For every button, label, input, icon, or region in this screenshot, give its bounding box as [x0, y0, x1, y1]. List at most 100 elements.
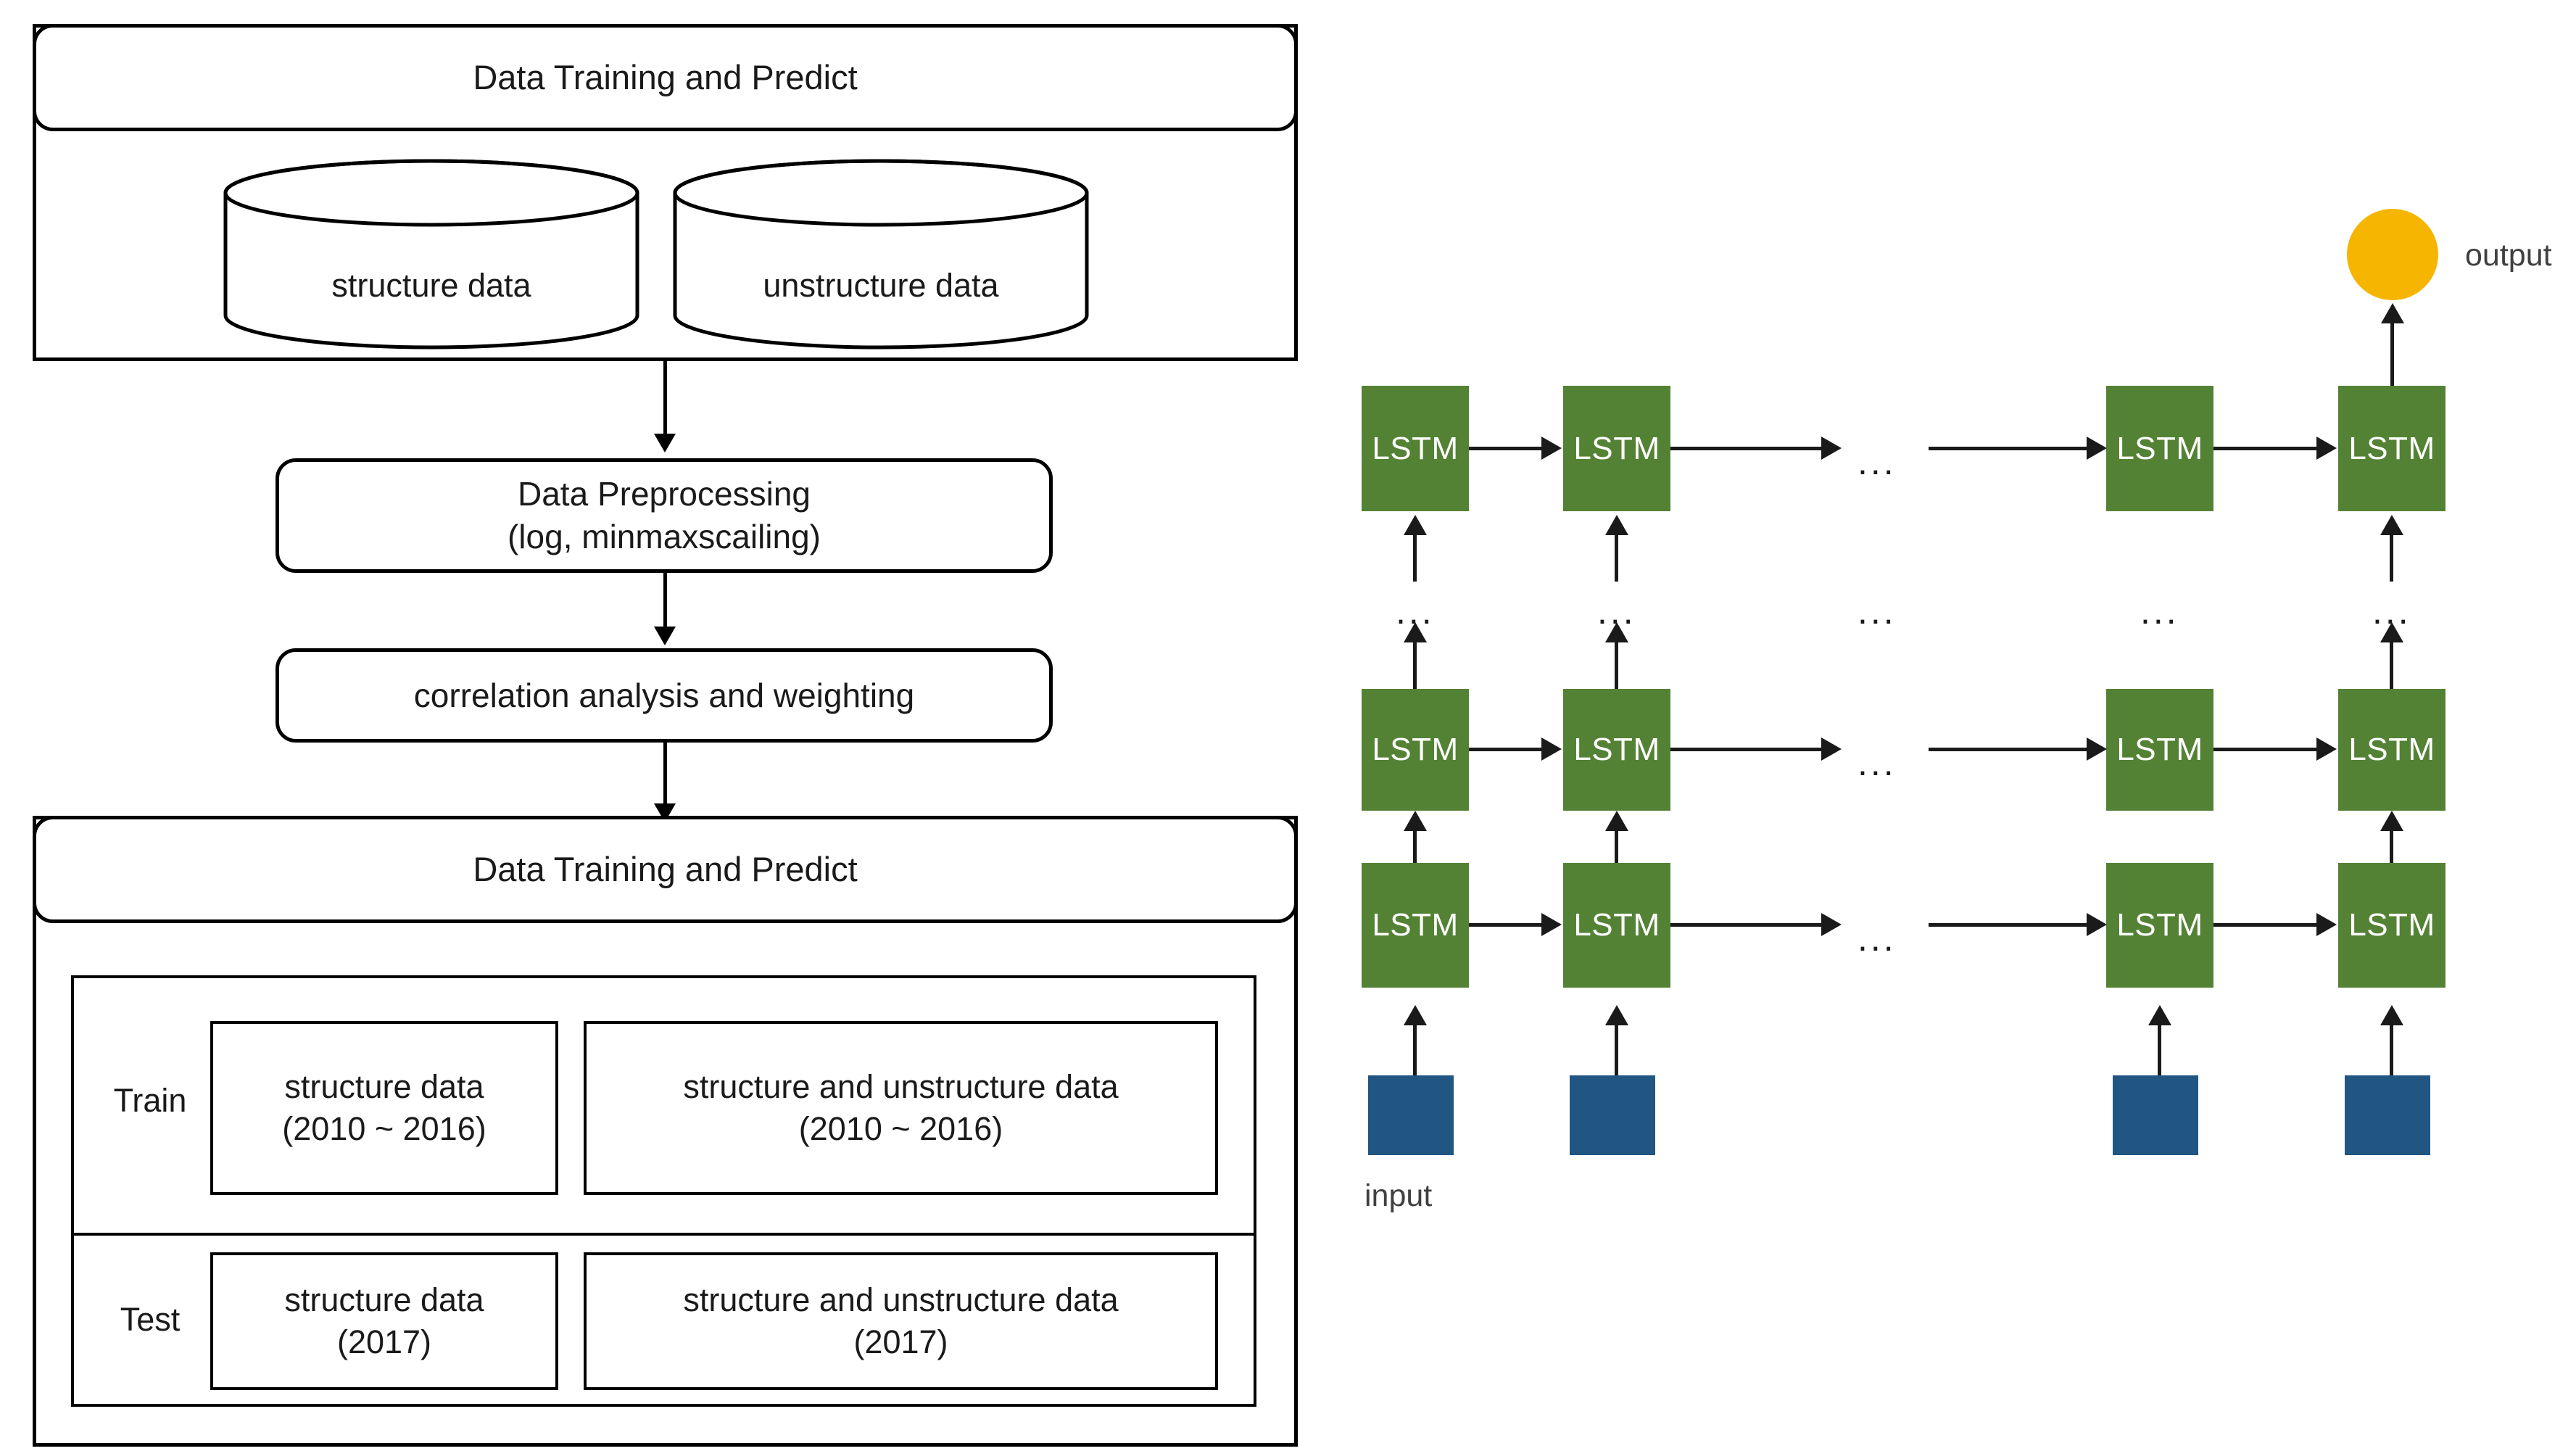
arrow-l1-t3-to-t4-head: [2316, 913, 2337, 936]
arrow-input-t1-to-l1-t1-head: [1404, 1005, 1427, 1025]
lstm-cell-l3-t3: LSTM: [2106, 386, 2213, 511]
lstm-cell-label: LSTM: [2116, 430, 2203, 466]
cylinder-shape: [223, 159, 639, 350]
datastore-structure-data-label: structure data: [331, 267, 531, 304]
preprocess-box-line1: Data Preprocessing: [518, 475, 811, 513]
correlation-box: correlation analysis and weighting: [276, 648, 1053, 743]
cylinder-shape: [673, 159, 1089, 350]
lstm-cell-l1-t4: LSTM: [2338, 863, 2445, 988]
lstm-cell-label: LSTM: [1372, 732, 1459, 767]
test-cell-structure-line1: structure data: [284, 1281, 484, 1318]
arrow-l1-t1-to-l2-t1-head: [1404, 811, 1427, 831]
arrow-l1-t2-to-ellipsis-head: [1821, 913, 1842, 936]
arrow-l1-t1-to-t2: [1469, 923, 1543, 927]
arrow-ellipsis-to-l3-t3-head: [2087, 437, 2107, 460]
row2-horizontal-ellipsis: ...: [1858, 745, 1897, 781]
lstm-cell-label: LSTM: [2348, 430, 2435, 466]
train-cell-structure-line1: structure data: [284, 1067, 484, 1105]
lstm-cell-l1-t3: LSTM: [2106, 863, 2213, 988]
train-cell-structure-unstructure-line2: (2010 ~ 2016): [798, 1110, 1003, 1147]
arrow-l2-t1-to-t2-head: [1541, 737, 1562, 761]
row2-horizontal-ellipsis-text: ...: [1858, 743, 1897, 783]
arrow-l3-t1-to-t2-head: [1541, 437, 1562, 460]
arrow-ellipsis-to-l2-t3: [1929, 748, 2088, 751]
arrow-lstm-to-output-head: [2381, 303, 2404, 323]
vdots-col3: ...: [2140, 593, 2179, 629]
arrow-col4-vdots-to-l3-head: [2380, 515, 2403, 535]
lstm-cell-label: LSTM: [2348, 907, 2435, 943]
input-label-text: input: [1364, 1178, 1433, 1213]
connector-source-to-preprocess-arrowhead: [654, 434, 676, 452]
arrow-ellipsis-to-l3-t3: [1929, 447, 2088, 450]
test-cell-structure-line2: (2017): [336, 1323, 432, 1360]
arrow-l2-t4-to-vdots-head: [2380, 622, 2403, 642]
arrow-ellipsis-to-l2-t3-head: [2087, 737, 2107, 761]
lstm-cell-label: LSTM: [1573, 907, 1660, 943]
arrow-col2-vdots-to-l3-head: [1605, 515, 1628, 535]
training-panel-header: Data Training and Predict: [33, 816, 1298, 923]
arrow-l3-t3-to-t4: [2213, 447, 2318, 450]
train-cell-structure: structure data (2010 ~ 2016): [210, 1021, 558, 1195]
arrow-l3-t2-to-ellipsis-head: [1821, 437, 1842, 460]
test-cell-structure-unstructure-line1: structure and unstructure data: [683, 1281, 1119, 1318]
arrow-l1-t3-to-t4: [2213, 923, 2318, 927]
arrow-l3-t2-to-ellipsis: [1670, 447, 1823, 450]
lstm-cell-label: LSTM: [1573, 430, 1660, 466]
train-cell-structure-line2: (2010 ~ 2016): [282, 1110, 486, 1147]
arrow-l2-t3-to-t4-head: [2316, 737, 2337, 761]
connector-preprocess-to-correlation: [663, 573, 667, 632]
arrow-l2-t2-to-vdots: [1615, 638, 1618, 690]
source-panel-header-label: Data Training and Predict: [473, 57, 858, 96]
arrow-l2-t1-to-t2: [1469, 748, 1543, 751]
arrow-input-t4-to-l1-t4: [2390, 1021, 2393, 1079]
lstm-cell-l2-t1: LSTM: [1362, 689, 1469, 811]
output-label: output: [2465, 238, 2552, 273]
lstm-cell-label: LSTM: [2116, 732, 2203, 767]
arrow-l2-t2-to-ellipsis: [1670, 748, 1823, 751]
lstm-cell-label: LSTM: [2348, 732, 2435, 767]
lstm-cell-l3-t4: LSTM: [2338, 386, 2445, 511]
arrow-l3-t1-to-t2: [1469, 447, 1543, 450]
row3-horizontal-ellipsis: ...: [1858, 920, 1897, 956]
vdots-col3-text: ...: [2140, 591, 2179, 632]
test-row-side-label: Test: [81, 1276, 219, 1363]
lstm-cell-l1-t1: LSTM: [1362, 863, 1469, 988]
lstm-cell-l2-t3: LSTM: [2106, 689, 2213, 811]
arrow-l3-t3-to-t4-head: [2316, 437, 2337, 460]
arrow-l2-t1-to-vdots-head: [1404, 622, 1427, 642]
arrow-l1-t4-to-l2-t4: [2390, 827, 2393, 864]
train-cell-structure-unstructure: structure and unstructure data (2010 ~ 2…: [584, 1021, 1218, 1195]
input-block-t2: [1570, 1075, 1655, 1155]
lstm-cell-l3-t2: LSTM: [1563, 386, 1670, 511]
arrow-input-t1-to-l1-t1: [1413, 1021, 1417, 1079]
input-block-t1: [1368, 1075, 1454, 1155]
arrow-l2-t2-to-vdots-head: [1605, 622, 1628, 642]
input-block-t4: [2345, 1075, 2430, 1155]
train-row-side-label-text: Train: [113, 1082, 187, 1119]
arrow-l2-t2-to-ellipsis-head: [1821, 737, 1842, 761]
arrow-l2-t3-to-t4: [2213, 748, 2318, 751]
training-panel-header-label: Data Training and Predict: [473, 849, 858, 888]
arrow-col1-vdots-to-l3-head: [1404, 515, 1427, 535]
connector-preprocess-to-correlation-arrowhead: [654, 627, 676, 645]
lstm-cell-l2-t4: LSTM: [2338, 689, 2445, 811]
row1-horizontal-ellipsis-text: ...: [1858, 442, 1897, 482]
arrow-input-t2-to-l1-t2-head: [1605, 1005, 1628, 1025]
row1-horizontal-ellipsis: ...: [1858, 444, 1897, 480]
datastore-unstructure-data: unstructure data: [671, 158, 1091, 350]
lstm-cell-label: LSTM: [1372, 907, 1459, 943]
arrow-l2-t1-to-vdots: [1413, 638, 1417, 690]
arrow-l1-t1-to-t2-head: [1541, 913, 1562, 936]
train-cell-structure-unstructure-line1: structure and unstructure data: [683, 1067, 1119, 1105]
arrow-input-t2-to-l1-t2: [1615, 1021, 1618, 1079]
correlation-box-label: correlation analysis and weighting: [413, 676, 915, 714]
output-label-text: output: [2465, 238, 2552, 273]
arrow-input-t3-to-l1-t3: [2158, 1021, 2161, 1079]
row3-horizontal-ellipsis-text: ...: [1858, 918, 1897, 959]
test-cell-structure-unstructure: structure and unstructure data (2017): [584, 1252, 1218, 1390]
arrow-col2-vdots-to-l3: [1615, 531, 1618, 582]
test-cell-structure: structure data (2017): [210, 1252, 558, 1390]
source-panel-header: Data Training and Predict: [33, 24, 1298, 131]
input-block-t3: [2113, 1075, 2198, 1155]
